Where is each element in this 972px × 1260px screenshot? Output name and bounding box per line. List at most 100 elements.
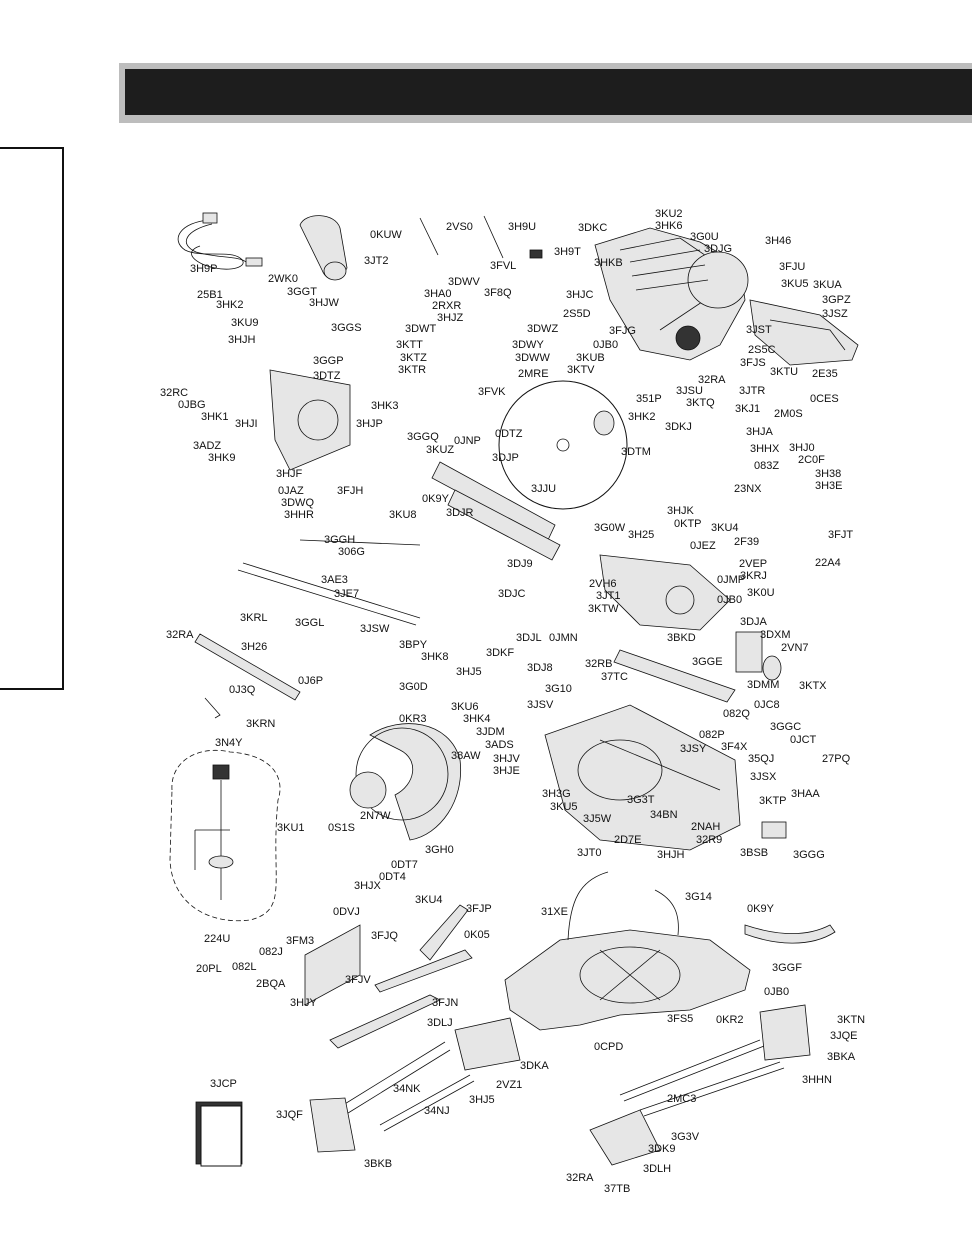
part-label: 3DKA xyxy=(520,1060,549,1072)
part-label: 3KRL xyxy=(240,612,268,624)
part-label: 3GGC xyxy=(770,721,801,733)
part-label: 3DWZ xyxy=(527,323,558,335)
part-label: 3FVL xyxy=(490,260,516,272)
part-label: 3H3G xyxy=(542,788,571,800)
part-label: 0JCT xyxy=(790,734,817,746)
part-label: 083Z xyxy=(754,460,779,472)
part-label: 32RA xyxy=(166,629,194,641)
part-label: 3HJ0 xyxy=(789,442,815,454)
part-label: 3HJH xyxy=(657,849,685,861)
part-label: 3KRN xyxy=(246,718,275,730)
part-label: 37TB xyxy=(604,1183,630,1195)
part-label: 3GGQ xyxy=(407,431,439,443)
part-label: 2RXR xyxy=(432,300,461,312)
part-label: 3KU2 xyxy=(655,208,683,220)
power-cord xyxy=(177,212,263,270)
part-label: 3KTV xyxy=(567,364,595,376)
part-label: 3HK9 xyxy=(208,452,236,464)
part-label: 3KU6 xyxy=(451,701,479,713)
lower-rod xyxy=(242,562,421,619)
part-label: 3HJI xyxy=(235,418,258,430)
dust-bag xyxy=(299,215,348,281)
part-label: 3FJH xyxy=(337,485,363,497)
part-label: 37TC xyxy=(601,671,628,683)
section-header-bar xyxy=(119,63,972,123)
blade-guard xyxy=(349,723,462,841)
part-label: 3GPZ xyxy=(822,294,851,306)
part-label: 31XE xyxy=(541,906,568,918)
part-label: 3H9U xyxy=(508,221,536,233)
part-label: 3ADS xyxy=(485,739,514,751)
part-label: 3HJ5 xyxy=(469,1094,495,1106)
part-label: 34NK xyxy=(393,1083,421,1095)
part-label: 3H9P xyxy=(190,263,218,275)
part-label: 32R9 xyxy=(696,834,722,846)
part-label: 3HJW xyxy=(309,297,340,309)
part-label: 3HK1 xyxy=(201,411,229,423)
part-label: 3HJC xyxy=(566,289,594,301)
part-label: 34NJ xyxy=(424,1105,450,1117)
part-label: 0JB0 xyxy=(764,986,789,998)
part-label: 3HJV xyxy=(493,753,521,765)
part-label: 3KUA xyxy=(813,279,842,291)
part-label: 2VS0 xyxy=(446,221,473,233)
part-label: 3KTR xyxy=(398,364,426,376)
part-label: 0JMP xyxy=(717,574,745,586)
part-label: 3DJG xyxy=(704,243,732,255)
part-label: 3DJC xyxy=(498,588,526,600)
part-label: 3DJL xyxy=(516,632,542,644)
part-label: 3HJH xyxy=(228,334,256,346)
part-label: 0KTP xyxy=(674,518,702,530)
part-label: 2NAH xyxy=(691,821,720,833)
part-label: 32RA xyxy=(698,374,726,386)
part-label: 3KTX xyxy=(799,680,827,692)
part-label: 0J3Q xyxy=(229,684,256,696)
pivot-bracket xyxy=(599,554,731,631)
part-label: 3GGL xyxy=(295,617,324,629)
extension-bracket-lower xyxy=(589,1109,661,1166)
left-support-arm xyxy=(269,369,351,471)
part-label: 3DTZ xyxy=(313,370,341,382)
part-label: 3HK3 xyxy=(371,400,399,412)
part-label: 3KU4 xyxy=(415,894,443,906)
part-label: 3KUB xyxy=(576,352,605,364)
hold-down-clamp xyxy=(169,749,281,922)
part-label: 3JST xyxy=(746,324,772,336)
part-label: 3DWT xyxy=(405,323,436,335)
part-label: 3DLJ xyxy=(427,1017,453,1029)
part-label: 3DKC xyxy=(578,222,607,234)
part-label: 3HK2 xyxy=(628,411,656,423)
part-label: 3G10 xyxy=(545,683,572,695)
part-label: 0JB0 xyxy=(593,339,618,351)
part-label: 0JAZ xyxy=(278,485,304,497)
part-label: 306G xyxy=(338,546,365,558)
switch-lead xyxy=(483,215,504,259)
part-label: 3H38 xyxy=(815,468,841,480)
part-label: 2F39 xyxy=(734,536,759,548)
part-label: 0KUW xyxy=(370,229,402,241)
part-label: 0JC8 xyxy=(754,699,780,711)
part-label: 3JQE xyxy=(830,1030,858,1042)
part-label: 0S1S xyxy=(328,822,355,834)
part-label: 3HJA xyxy=(746,426,774,438)
part-label: 3DWQ xyxy=(281,497,314,509)
extension-bracket-left xyxy=(309,1097,356,1153)
lower-rod-shadow xyxy=(237,569,417,626)
part-label: 3JSW xyxy=(360,623,390,635)
rail-plate xyxy=(613,649,736,703)
extension-bracket-center xyxy=(454,1017,521,1071)
cable-arc-2 xyxy=(654,889,679,936)
part-label: 3JSV xyxy=(527,699,554,711)
part-label: 3BKB xyxy=(364,1158,392,1170)
part-label: 3G3T xyxy=(627,794,655,806)
part-label: 3N4Y xyxy=(215,737,243,749)
part-label: 3FJU xyxy=(779,261,805,273)
part-label: 3DMM xyxy=(747,679,779,691)
part-label: 3KUZ xyxy=(426,444,454,456)
part-label: 3HJF xyxy=(276,468,303,480)
part-label: 0DT7 xyxy=(391,859,418,871)
part-label: 3FJP xyxy=(466,903,492,915)
part-label: 0KR3 xyxy=(399,713,427,725)
part-label: 3DJP xyxy=(492,452,519,464)
diagram-artwork xyxy=(169,212,859,1167)
